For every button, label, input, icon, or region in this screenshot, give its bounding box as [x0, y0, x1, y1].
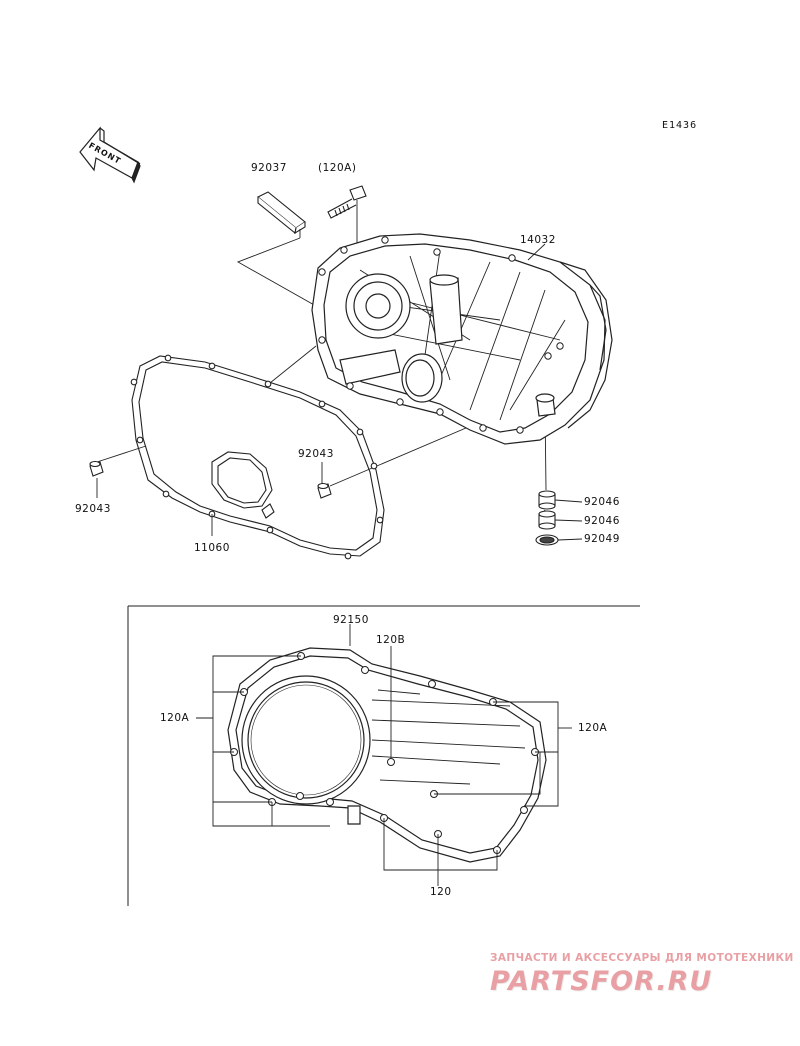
outer-cover-92150: [227, 647, 547, 863]
watermark-logo: PARTSFOR.RU: [490, 966, 713, 997]
part-label-92037: 92037: [251, 162, 287, 174]
part-label-92043-left: 92043: [75, 503, 111, 515]
oil-seal-92049: [535, 534, 559, 546]
dowel-pin-92043-center: [317, 482, 332, 499]
part-label-120a-top: (120A): [318, 162, 357, 174]
gasket-11060: [130, 354, 385, 560]
leader-14032: [527, 243, 546, 261]
detail-leaders: [196, 624, 572, 886]
bushing-92046-a: [538, 490, 556, 510]
part-label-14032: 14032: [520, 234, 556, 246]
part-label-92150: 92150: [333, 614, 369, 626]
detail-frame: [127, 605, 640, 906]
part-label-120: 120: [430, 886, 452, 898]
part-label-92046-a: 92046: [584, 496, 620, 508]
part-label-92043-center: 92043: [298, 448, 334, 460]
part-label-92046-b: 92046: [584, 515, 620, 527]
part-label-11060: 11060: [194, 542, 230, 554]
part-label-120a-left: 120A: [160, 712, 190, 724]
front-arrow-icon: [79, 126, 141, 184]
bolt-120a: [327, 185, 367, 219]
diagram-code: E1436: [662, 120, 698, 131]
leaders-bushings: [554, 499, 583, 541]
dowel-pin-92043-left: [89, 460, 104, 477]
part-label-120a-right: 120A: [578, 722, 608, 734]
part-label-92049: 92049: [584, 533, 620, 545]
rubber-strip-92037: [256, 191, 306, 235]
bushing-92046-b: [538, 510, 556, 530]
clutch-cover-14032: [311, 233, 613, 445]
part-label-120b: 120B: [376, 634, 406, 646]
watermark-caption: ЗАПЧАСТИ И АКСЕССУАРЫ ДЛЯ МОТОТЕХНИКИ: [490, 952, 794, 964]
